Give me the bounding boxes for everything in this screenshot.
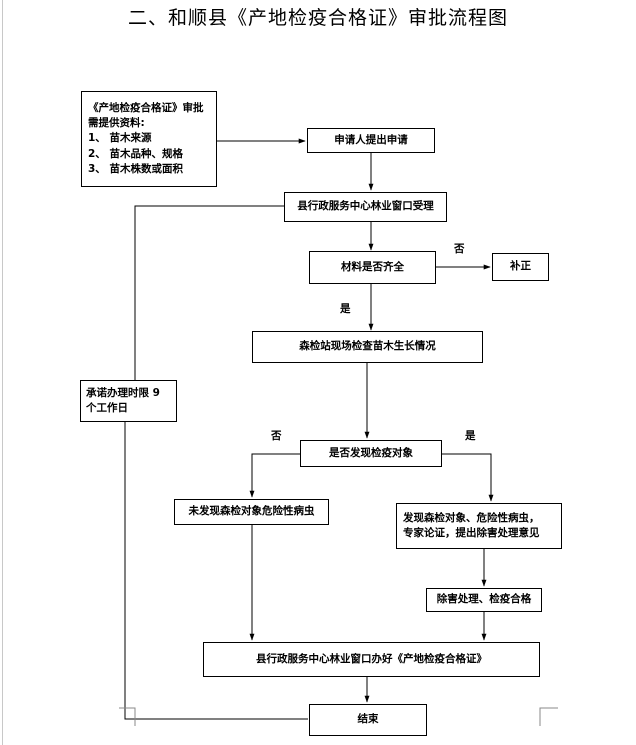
materials-item-3: 3、 苗木株数或面积 (88, 162, 183, 175)
supplement-box: 补正 (492, 253, 549, 281)
end-box: 结束 (309, 704, 427, 736)
materials-item-2: 2、 苗木品种、规格 (88, 147, 183, 160)
arrow-found-no-branch (249, 453, 300, 498)
line-promise-to-end (124, 422, 308, 720)
complete-check-box: 材料是否齐全 (309, 251, 436, 284)
apply-box: 申请人提出申请 (307, 128, 435, 153)
issue-box: 县行政服务中心林业窗口办好《产地检疫合格证》 (203, 642, 540, 677)
line-accept-to-promise (134, 205, 284, 380)
found-check-box: 是否发现检疫对象 (300, 440, 442, 467)
crop-mark-right (539, 707, 558, 726)
page-edge-line (2, 0, 3, 745)
accept-box: 县行政服务中心林业窗口受理 (284, 192, 447, 222)
not-found-box: 未发现森检对象危险性病虫 (174, 499, 329, 525)
arrow-found-yes-branch (442, 453, 494, 502)
promise-box: 承诺办理时限 9 个工作日 (80, 380, 177, 422)
page-title: 二、和顺县《产地检疫合格证》审批流程图 (127, 7, 508, 29)
materials-title-line2: 需提供资料: (88, 117, 145, 130)
promise-line-1: 承诺办理时限 9 (86, 386, 160, 399)
materials-item-1: 1、 苗木来源 (88, 132, 152, 145)
materials-box: 《产地检疫合格证》审批 需提供资料: 1、 苗木来源 2、 苗木品种、规格 3、… (81, 91, 217, 187)
label-no-found: 否 (271, 430, 282, 442)
site-inspect-box: 森检站现场检查苗木生长情况 (252, 331, 483, 363)
label-no-supplement: 否 (454, 243, 465, 255)
found-line-2: 专家论证，提出除害处理意见 (403, 527, 540, 539)
treat-box: 除害处理、检疫合格 (426, 588, 542, 612)
label-yes-found: 是 (465, 430, 476, 442)
crop-mark-left (119, 707, 136, 726)
found-box: 发现森检对象、危险性病虫， 专家论证，提出除害处理意见 (396, 503, 562, 549)
label-yes-inspect: 是 (340, 303, 351, 315)
materials-title-line1: 《产地检疫合格证》审批 (88, 101, 204, 114)
found-line-1: 发现森检对象、危险性病虫， (403, 511, 540, 524)
promise-line-2: 个工作日 (86, 402, 128, 414)
